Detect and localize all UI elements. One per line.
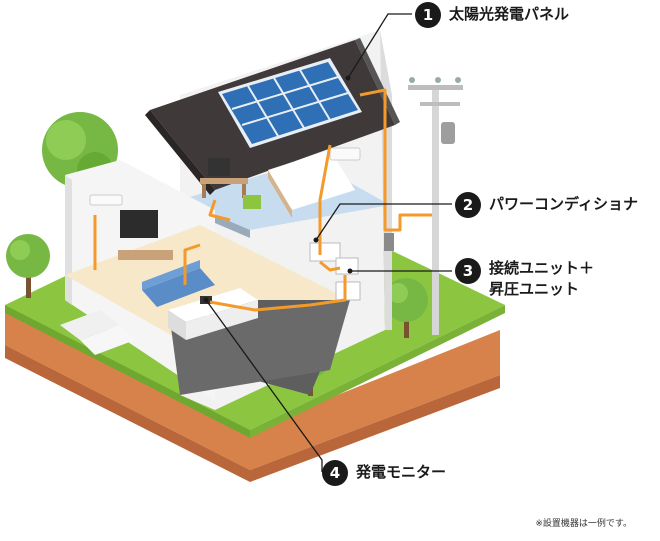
downstairs-room [60,194,258,355]
upstairs-room [200,147,361,218]
leader-dot-3 [347,268,353,274]
leader-dot-4 [203,297,209,303]
label-text-power-conditioner: パワーコンディショナ [489,195,638,213]
tree-left-small [6,234,50,298]
label-text-connection-unit-line1: 接続ユニット＋ [489,259,595,277]
wiring [93,88,432,312]
label-solar-panel: 1 太陽光発電パネル [415,2,569,28]
badge-1: 1 [415,2,441,28]
label-connection-unit: 3 接続ユニット＋ 昇圧ユニット [455,258,594,300]
label-generation-monitor: 4 発電モニター [322,460,446,486]
solar-panel [218,58,362,148]
footnote: ※設置機器は一例です。 [535,519,632,529]
utility-pole [408,77,463,335]
badge-3: 3 [455,258,481,284]
label-text-connection-unit-line2: 昇圧ユニット [489,280,580,298]
label-power-conditioner: 2 パワーコンディショナ [455,192,638,218]
equipment [309,233,394,301]
leader-dot-2 [313,237,319,243]
label-text-connection-unit: 接続ユニット＋ 昇圧ユニット [489,258,594,300]
tree-right [384,278,428,338]
badge-2: 2 [455,192,481,218]
label-text-solar-panel: 太陽光発電パネル [449,5,570,23]
badge-4: 4 [322,460,348,486]
label-text-generation-monitor: 発電モニター [356,463,447,481]
leader-dot-1 [345,75,351,81]
